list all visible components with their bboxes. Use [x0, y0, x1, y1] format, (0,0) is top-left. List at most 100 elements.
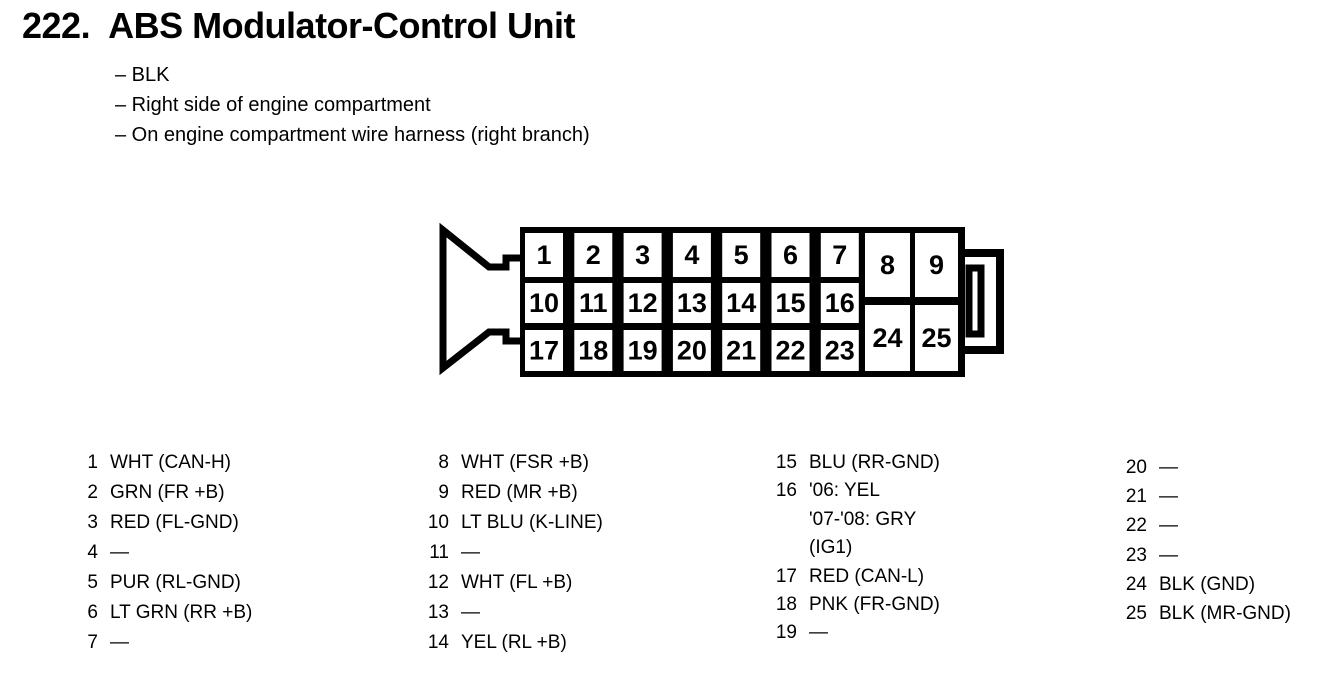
pin-description: —: [461, 602, 480, 623]
pin-number: 13: [427, 602, 449, 623]
connector-pin-cell: [574, 233, 613, 277]
pin-description: YEL (RL +B): [461, 632, 567, 653]
connector-pin-number: 7: [832, 240, 847, 270]
connector-pin-cell: [525, 233, 563, 277]
pin-description-continuation: (IG1): [771, 537, 940, 565]
pin-number: 2: [87, 482, 98, 503]
pin-number: 12: [427, 572, 449, 593]
pin-description: (IG1): [809, 537, 853, 559]
connector-pin-cell: [820, 233, 859, 277]
pin-row: 24 BLK (GND): [1121, 574, 1291, 603]
pin-row: 14 YEL (RL +B): [423, 632, 603, 662]
pin-number: 14: [427, 632, 449, 653]
connector-pin-cell: [574, 330, 613, 371]
connector-pin-number: 22: [775, 336, 805, 366]
pin-description: BLK (MR-GND): [1159, 602, 1291, 624]
connector-pin-cell: [771, 283, 810, 323]
pin-row: 3 RED (FL-GND): [72, 512, 252, 542]
section-number: 222.: [22, 5, 91, 46]
pin-number: 1: [87, 452, 98, 473]
connector-pin-cell: [820, 283, 859, 323]
connector-pin-cell: [915, 233, 958, 297]
connector-pin-number: 25: [921, 323, 951, 353]
connector-pin-cell: [771, 233, 810, 277]
pin-description: BLK (GND): [1159, 573, 1256, 595]
pin-number: 21: [1125, 486, 1147, 508]
connector-pin-cell: [672, 330, 711, 371]
pin-number: 7: [87, 632, 98, 653]
connector-pin-number: 24: [872, 323, 902, 353]
connector-pin-number: 19: [628, 336, 658, 366]
bullet-item: – BLK: [115, 64, 170, 86]
pin-number: 10: [427, 512, 449, 533]
pin-description: RED (MR +B): [461, 482, 578, 503]
pin-row: 5 PUR (RL-GND): [72, 572, 252, 602]
harness-funnel-icon: [439, 222, 520, 376]
connector-pin-cell: [722, 330, 761, 371]
pin-row: 25 BLK (MR-GND): [1121, 603, 1291, 632]
pin-number: 3: [87, 512, 98, 533]
connector-pin-cell: [623, 283, 662, 323]
pin-number: 23: [1125, 544, 1147, 566]
connector-pin-number: 18: [578, 336, 608, 366]
pin-description: —: [1159, 457, 1178, 478]
bullet-item: – On engine compartment wire harness (ri…: [115, 124, 590, 146]
connector-pin-number: 2: [586, 240, 601, 270]
connector-pin-number: 9: [929, 250, 944, 280]
pin-number: 5: [87, 572, 98, 593]
bullet-item: – Right side of engine compartment: [115, 94, 431, 116]
pin-number: 8: [438, 452, 449, 473]
connector-pin-cell: [915, 305, 958, 371]
pin-description: —: [1159, 486, 1178, 508]
pin-number: 24: [1125, 573, 1147, 595]
connector-pin-number: 20: [677, 336, 707, 366]
connector-pin-number: 15: [775, 288, 805, 318]
connector-pin-number: 14: [726, 288, 756, 318]
connector-pin-number: 11: [579, 288, 608, 318]
pin-number: 6: [87, 602, 98, 623]
connector-pin-cell: [722, 233, 761, 277]
pin-number: 17: [775, 565, 797, 587]
section-title: ABS Modulator-Control Unit: [108, 5, 575, 46]
pin-number: 15: [775, 452, 797, 473]
connector-pin-cell: [771, 330, 810, 371]
connector-pin-number: 12: [628, 288, 658, 318]
pin-description: —: [1159, 515, 1178, 537]
connector-pin-number: 4: [684, 240, 699, 270]
pin-row: 11—: [423, 542, 603, 572]
bullet-list: – BLK – Right side of engine compartment –…: [115, 60, 590, 150]
connector-pin-cell: [525, 283, 563, 323]
connector-pin-cell: [525, 330, 563, 371]
pin-row: 19—: [771, 622, 940, 650]
connector-pin-number: 21: [726, 336, 756, 366]
pin-description: —: [110, 632, 129, 653]
pin-row: 13 —: [423, 602, 603, 632]
connector-pin-number: 16: [825, 288, 855, 318]
page-title: 222. ABS Modulator-Control Unit: [22, 5, 575, 47]
connector-pin-number: 5: [734, 240, 749, 270]
connector-pin-number: 6: [783, 240, 798, 270]
connector-pin-number: 1: [536, 240, 551, 270]
pin-number: 4: [87, 542, 98, 563]
pin-number: 25: [1125, 602, 1147, 624]
pin-row: 16'06: YEL: [771, 480, 940, 508]
pin-description: PUR (RL-GND): [110, 572, 241, 593]
pin-row: 22—: [1121, 515, 1291, 544]
connector-pin-cell: [574, 283, 613, 323]
pin-row: 20 —: [1121, 457, 1291, 486]
pin-description: '06: YEL: [809, 480, 880, 502]
pin-description: RED (FL-GND): [110, 512, 239, 533]
connector-pin-cell: [672, 233, 711, 277]
pin-number: 20: [1125, 457, 1147, 478]
